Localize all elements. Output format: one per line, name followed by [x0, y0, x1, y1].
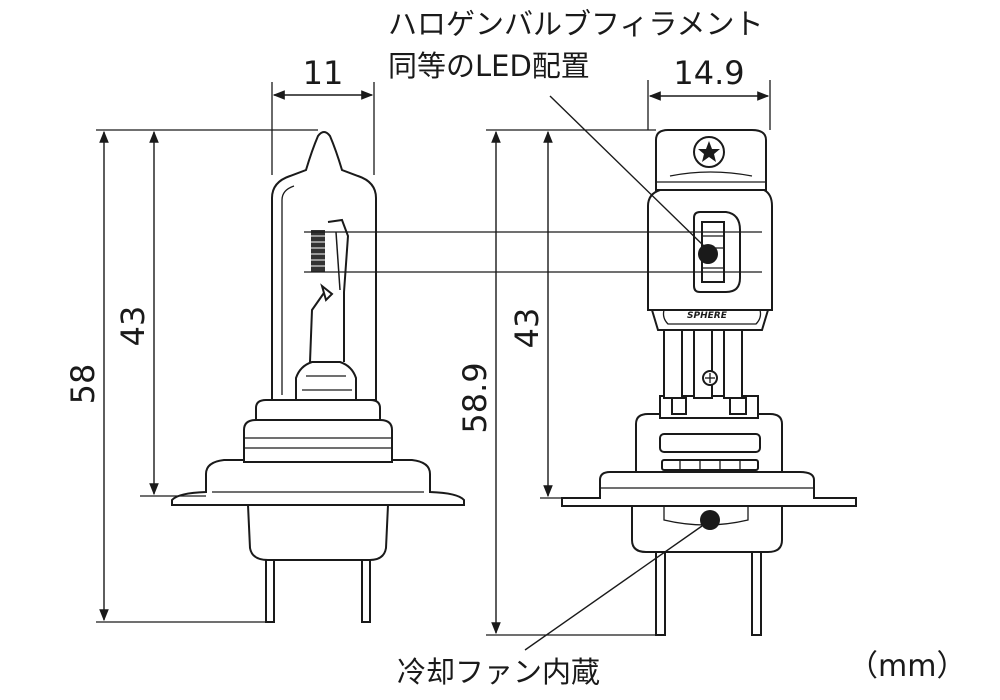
halogen-filament-height-label: 43: [114, 306, 152, 347]
filament-alignment-lines: [304, 231, 762, 273]
halogen-total-height-label: 58: [64, 364, 102, 405]
heatsink-fin: [663, 329, 683, 399]
halogen-width-label: 11: [303, 54, 344, 92]
led-bulb: SPHERE: [561, 129, 857, 636]
halogen-filament: [311, 230, 325, 272]
led-chip-height-label: 43: [508, 308, 546, 349]
halogen-collar: [243, 419, 393, 463]
halogen-bulb: [171, 131, 465, 623]
fan-annotation: 冷却ファン内蔵: [397, 655, 600, 689]
halogen-flange: [171, 459, 465, 506]
led-chip-marker: [698, 244, 718, 264]
fan-marker: [700, 510, 720, 530]
heatsink-fin: [693, 329, 713, 399]
filament-leader: [549, 95, 707, 249]
led-total-height-label: 58.9: [456, 362, 494, 433]
fan-vent: [659, 433, 761, 453]
led-flange: [561, 471, 857, 507]
heatsink-fin: [723, 329, 743, 399]
led-dimensions: [486, 80, 771, 636]
unit-label: （mm）: [848, 649, 966, 684]
filament-annotation-line1: ハロゲンバルブフィラメント: [388, 7, 764, 41]
fan-leader: [524, 525, 703, 651]
filament-annotation-line2: 同等のLED配置: [388, 49, 590, 83]
led-width-label: 14.9: [673, 54, 744, 92]
halogen-lower-base: [246, 504, 390, 561]
brand-mark: SPHERE: [687, 311, 728, 321]
halogen-dimensions: [96, 82, 375, 623]
halogen-pinch: [295, 361, 357, 401]
